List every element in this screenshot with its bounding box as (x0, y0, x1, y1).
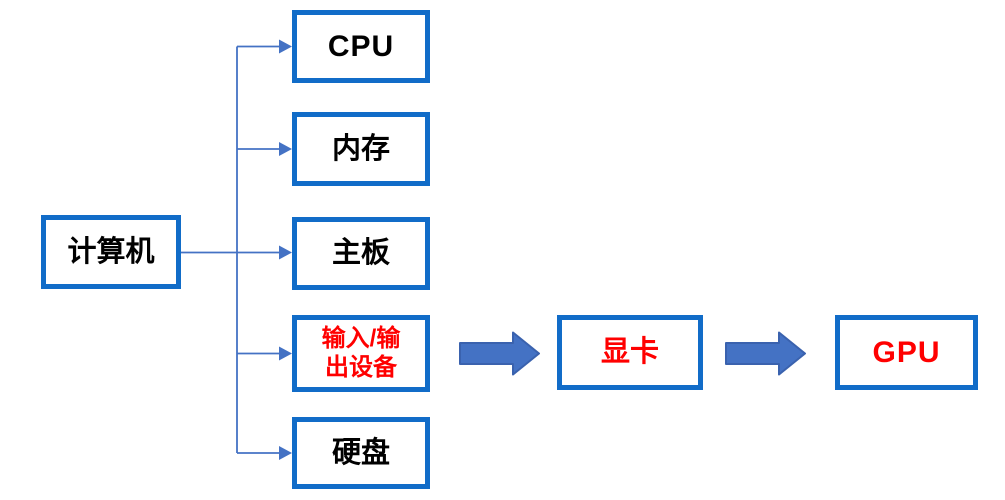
node-cpu-label: CPU (327, 29, 395, 63)
arrowhead-hard-disk (279, 446, 292, 460)
node-computer-label: 计算机 (67, 235, 155, 268)
arrowhead-cpu (279, 39, 292, 54)
node-io-devices: 输入/输 出设备 (292, 315, 430, 392)
arrowhead-motherboard (279, 245, 292, 260)
node-motherboard: 主板 (292, 217, 430, 290)
node-gpu: GPU (835, 315, 978, 390)
arrowhead-io-devices (279, 346, 292, 361)
node-motherboard-label: 主板 (331, 237, 390, 270)
node-hard-disk: 硬盘 (292, 417, 430, 489)
arrowhead-memory (279, 142, 292, 156)
node-io-devices-label: 输入/输 出设备 (321, 324, 401, 381)
node-hard-disk-label: 硬盘 (331, 436, 390, 469)
node-computer: 计算机 (41, 215, 181, 289)
block-arrow-graphics-card-to-gpu (725, 331, 806, 376)
node-graphics-card-label: 显卡 (600, 336, 659, 369)
node-memory-label: 内存 (331, 132, 390, 165)
node-gpu-label: GPU (872, 335, 941, 369)
node-graphics-card: 显卡 (557, 315, 703, 390)
block-arrow-io-to-graphics-card (459, 331, 540, 376)
node-memory: 内存 (292, 112, 430, 186)
node-cpu: CPU (292, 10, 430, 83)
